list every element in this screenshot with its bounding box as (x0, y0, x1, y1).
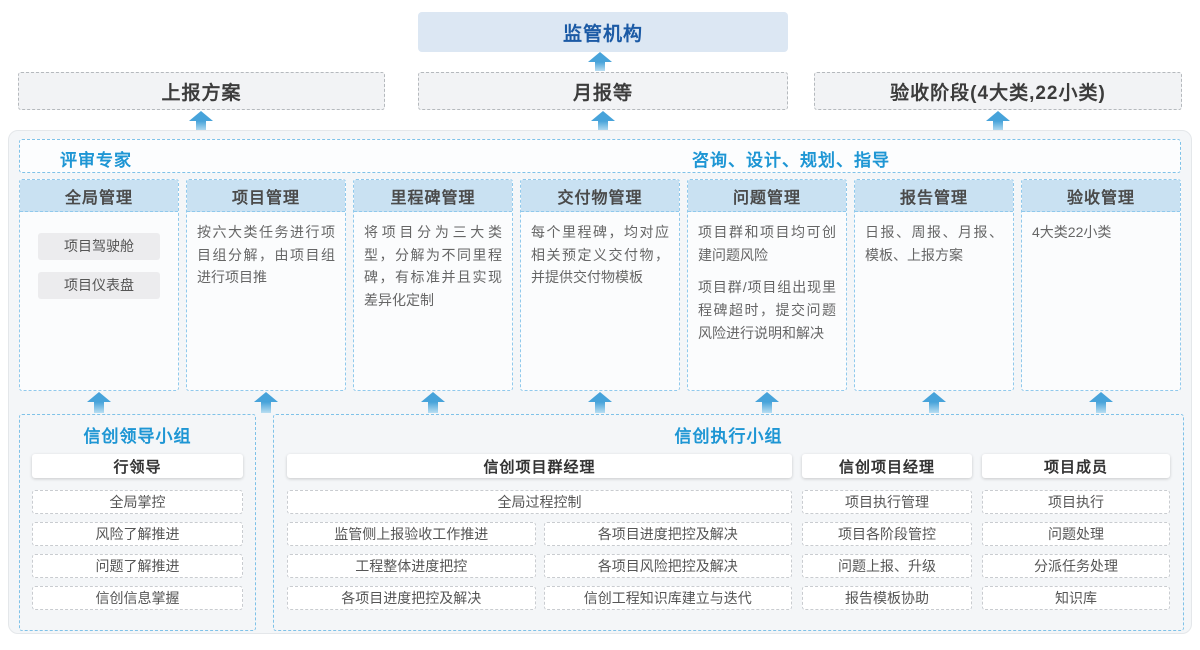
column-text: 每个里程碑，均对应相关预定义交付物，并提供交付物模板 (531, 224, 669, 286)
regulator-label: 监管机构 (562, 23, 643, 45)
member-duty-item: 项目执行 (982, 490, 1170, 514)
pm-duty-item: 问题上报、升级 (802, 554, 972, 578)
up-arrow-icon (755, 392, 779, 413)
column-text: 4大类22小类 (1032, 224, 1112, 240)
program-manager-section: 信创项目群经理 全局过程控制 监管侧上报验收工作推进 各项目进度把控及解决 工程… (287, 454, 792, 618)
up-arrow-icon (1089, 392, 1113, 413)
pgm-duty-item: 监管侧上报验收工作推进 (287, 522, 536, 546)
up-arrow-icon (588, 52, 612, 71)
column-title: 里程碑管理 (354, 180, 512, 212)
project-member-role: 项目成员 (982, 454, 1170, 478)
column-project-management: 项目管理 按六大类任务进行项目组分解，由项目组进行项目推 (186, 179, 346, 391)
leader-duty-item: 风险了解推进 (32, 522, 243, 546)
report-plan-box: 上报方案 (18, 72, 385, 110)
up-arrow-icon (87, 392, 111, 413)
main-panel: 评审专家 咨询、设计、规划、指导 全局管理 项目驾驶舱 项目仪表盘 项目管理 按… (8, 130, 1192, 634)
column-title: 问题管理 (688, 180, 846, 212)
up-arrow-icon (922, 392, 946, 413)
regulator-box: 监管机构 (418, 12, 788, 52)
report-plan-label: 上报方案 (161, 82, 242, 104)
up-arrow-icon (421, 392, 445, 413)
column-title: 全局管理 (20, 180, 178, 212)
column-global-management: 全局管理 项目驾驶舱 项目仪表盘 (19, 179, 179, 391)
consulting-design-label: 咨询、设计、规划、指导 (692, 151, 890, 170)
up-arrow-icon (588, 392, 612, 413)
column-body: 每个里程碑，均对应相关预定义交付物，并提供交付物模板 (521, 212, 679, 308)
column-deliverable-management: 交付物管理 每个里程碑，均对应相关预定义交付物，并提供交付物模板 (520, 179, 680, 391)
execution-group-box: 信创执行小组 信创项目群经理 全局过程控制 监管侧上报验收工作推进 各项目进度把… (273, 414, 1184, 631)
monthly-report-label: 月报等 (572, 82, 633, 104)
column-body: 将项目分为三大类型，分解为不同里程碑，有标准并且实现差异化定制 (354, 212, 512, 331)
pgm-duty-item: 各项目风险把控及解决 (543, 554, 792, 578)
leader-duty-item: 问题了解推进 (32, 554, 243, 578)
column-body: 项目群和项目均可创建问题风险 项目群/项目组出现里程碑超时，提交问题风险进行说明… (688, 212, 846, 363)
column-title: 项目管理 (187, 180, 345, 212)
management-columns: 全局管理 项目驾驶舱 项目仪表盘 项目管理 按六大类任务进行项目组分解，由项目组… (19, 179, 1181, 391)
member-duty-item: 分派任务处理 (982, 554, 1170, 578)
column-text: 项目群和项目均可创建问题风险 (698, 224, 836, 263)
bank-leader-role: 行领导 (32, 454, 243, 478)
column-issue-management: 问题管理 项目群和项目均可创建问题风险 项目群/项目组出现里程碑超时，提交问题风… (687, 179, 847, 391)
pgm-duty-item: 工程整体进度把控 (287, 554, 536, 578)
pgm-duty-item: 信创工程知识库建立与迭代 (543, 586, 792, 610)
project-member-section: 项目成员 项目执行 问题处理 分派任务处理 知识库 (982, 454, 1170, 618)
leader-duty-item: 全局掌控 (32, 490, 243, 514)
member-duty-item: 知识库 (982, 586, 1170, 610)
column-text: 项目群/项目组出现里程碑超时，提交问题风险进行说明和解决 (698, 279, 836, 341)
column-title: 报告管理 (855, 180, 1013, 212)
execution-group-title: 信创执行小组 (674, 427, 783, 446)
column-body: 4大类22小类 (1022, 212, 1180, 263)
member-duty-item: 问题处理 (982, 522, 1170, 546)
project-manager-section: 信创项目经理 项目执行管理 项目各阶段管控 问题上报、升级 报告模板协助 (802, 454, 972, 618)
leadership-group-title: 信创领导小组 (83, 427, 192, 446)
acceptance-phase-label: 验收阶段(4大类,22小类) (890, 82, 1106, 104)
pgm-duty-item: 全局过程控制 (287, 490, 792, 514)
execution-group-sections: 信创项目群经理 全局过程控制 监管侧上报验收工作推进 各项目进度把控及解决 工程… (274, 448, 1183, 618)
up-arrow-icon (591, 111, 615, 131)
pgm-duty-item: 各项目进度把控及解决 (287, 586, 536, 610)
monthly-report-box: 月报等 (418, 72, 788, 110)
up-arrow-icon (189, 111, 213, 131)
column-body: 日报、周报、月报、模板、上报方案 (855, 212, 1013, 285)
pgm-duty-grid: 监管侧上报验收工作推进 各项目进度把控及解决 工程整体进度把控 各项目风险把控及… (287, 522, 792, 618)
column-text: 日报、周报、月报、模板、上报方案 (865, 224, 1003, 263)
pm-duty-item: 项目各阶段管控 (802, 522, 972, 546)
column-text: 将项目分为三大类型，分解为不同里程碑，有标准并且实现差异化定制 (364, 224, 502, 309)
leadership-group-box: 信创领导小组 行领导 全局掌控 风险了解推进 问题了解推进 信创信息掌握 (19, 414, 256, 631)
column-milestone-management: 里程碑管理 将项目分为三大类型，分解为不同里程碑，有标准并且实现差异化定制 (353, 179, 513, 391)
column-acceptance-management: 验收管理 4大类22小类 (1021, 179, 1181, 391)
leader-duty-item: 信创信息掌握 (32, 586, 243, 610)
column-report-management: 报告管理 日报、周报、月报、模板、上报方案 (854, 179, 1014, 391)
review-experts-label: 评审专家 (60, 151, 132, 170)
experts-band: 评审专家 咨询、设计、规划、指导 (19, 139, 1181, 173)
acceptance-phase-box: 验收阶段(4大类,22小类) (814, 72, 1182, 110)
column-title: 交付物管理 (521, 180, 679, 212)
column-body: 按六大类任务进行项目组分解，由项目组进行项目推 (187, 212, 345, 308)
pm-duty-item: 项目执行管理 (802, 490, 972, 514)
project-cockpit-chip: 项目驾驶舱 (38, 233, 160, 260)
column-text: 按六大类任务进行项目组分解，由项目组进行项目推 (197, 224, 335, 286)
up-arrow-icon (254, 392, 278, 413)
program-manager-role: 信创项目群经理 (287, 454, 792, 478)
project-dashboard-chip: 项目仪表盘 (38, 272, 160, 299)
column-title: 验收管理 (1022, 180, 1180, 212)
project-manager-role: 信创项目经理 (802, 454, 972, 478)
up-arrow-icon (986, 111, 1010, 131)
pm-duty-item: 报告模板协助 (802, 586, 972, 610)
pgm-duty-item: 各项目进度把控及解决 (543, 522, 792, 546)
column-body: 项目驾驶舱 项目仪表盘 (20, 212, 178, 308)
